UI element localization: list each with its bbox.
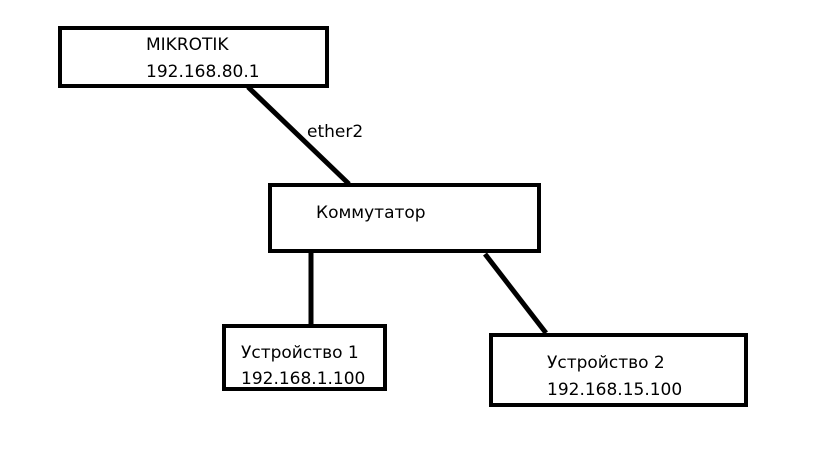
link-router-switch xyxy=(246,85,351,186)
switch-box xyxy=(268,183,541,253)
device-2-name: Устройство 2 xyxy=(547,353,665,373)
node-device-2: Устройство 2 192.168.15.100 xyxy=(489,333,748,407)
node-device-1: Устройство 1 192.168.1.100 xyxy=(222,324,387,391)
device-2-ip: 192.168.15.100 xyxy=(547,380,682,400)
router-box xyxy=(58,26,329,88)
node-router: MIKROTIK 192.168.80.1 xyxy=(58,26,329,88)
device-1-ip: 192.168.1.100 xyxy=(241,369,365,389)
switch-name: Коммутатор xyxy=(316,203,426,223)
router-ip: 192.168.80.1 xyxy=(146,62,260,82)
node-switch: Коммутатор xyxy=(268,183,541,253)
link-switch-device2 xyxy=(483,252,548,335)
device-1-box xyxy=(222,324,387,391)
device-2-box xyxy=(489,333,748,407)
router-name: MIKROTIK xyxy=(146,35,229,55)
link-label-ether2: ether2 xyxy=(307,122,363,142)
device-1-name: Устройство 1 xyxy=(241,343,359,363)
